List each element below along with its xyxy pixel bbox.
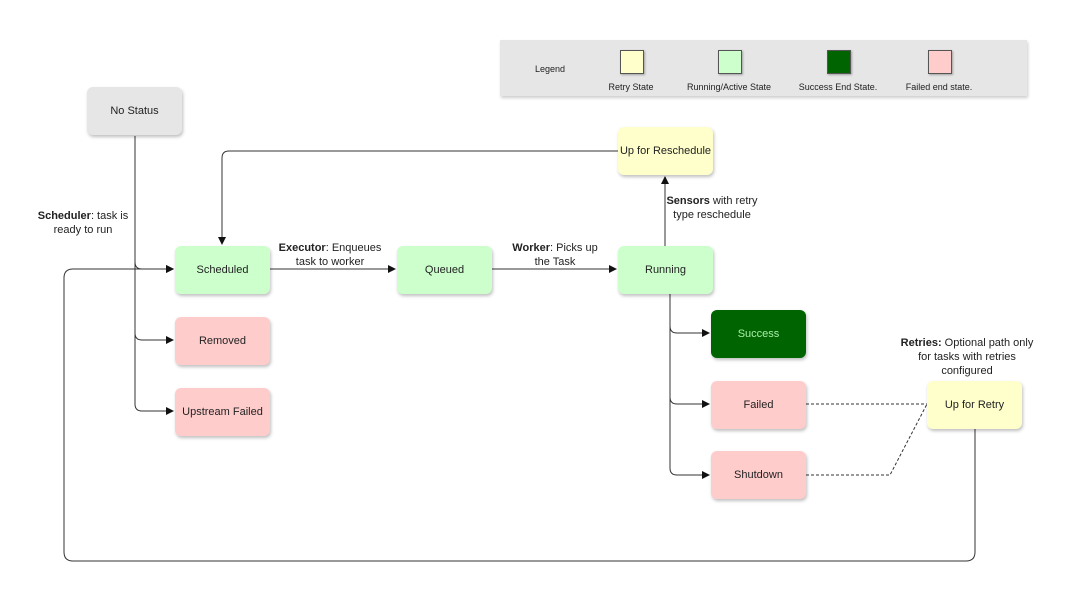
legend-swatch-failed — [928, 50, 952, 74]
legend: Legend Retry State Running/Active State … — [500, 40, 1027, 96]
edge-nostatus-removed — [134, 262, 174, 344]
node-upstream-failed: Upstream Failed — [175, 388, 270, 436]
edge-nostatus-upstream — [134, 333, 174, 415]
edge-nostatus-scheduled — [134, 136, 174, 273]
node-scheduled: Scheduled — [175, 246, 270, 294]
label-worker: Worker: Picks up the Task — [512, 242, 598, 268]
legend-swatch-active — [718, 50, 742, 74]
node-removed: Removed — [175, 317, 270, 365]
node-success: Success — [711, 310, 806, 358]
label-sensors: Sensors with retry type reschedule — [666, 195, 758, 221]
label-retries: Retries: Optional path only for tasks wi… — [900, 337, 1034, 377]
edge-shutdown-retry — [806, 403, 928, 476]
node-queued: Queued — [397, 246, 492, 294]
node-up-for-retry: Up for Retry — [927, 381, 1022, 429]
legend-swatch-retry — [620, 50, 644, 74]
label-scheduler: Scheduler: task is ready to run — [37, 210, 129, 236]
edge-running-failed — [669, 326, 710, 408]
label-executor: Executor: Enqueues task to worker — [278, 242, 382, 268]
edge-running-success — [669, 294, 710, 337]
edge-running-shutdown — [669, 397, 710, 479]
node-no-status: No Status — [87, 87, 182, 135]
edge-reschedule-scheduled — [218, 150, 618, 245]
node-failed: Failed — [711, 381, 806, 429]
legend-title: Legend — [534, 64, 566, 74]
edge-retry-scheduled — [63, 265, 976, 562]
legend-label-retry: Retry State — [608, 82, 654, 92]
legend-swatch-success — [827, 50, 851, 74]
node-up-for-reschedule: Up for Reschedule — [618, 127, 713, 175]
legend-label-success: Success End State. — [798, 82, 878, 92]
node-shutdown: Shutdown — [711, 451, 806, 499]
legend-label-failed: Failed end state. — [905, 82, 973, 92]
node-running: Running — [618, 246, 713, 294]
legend-label-active: Running/Active State — [686, 82, 772, 92]
